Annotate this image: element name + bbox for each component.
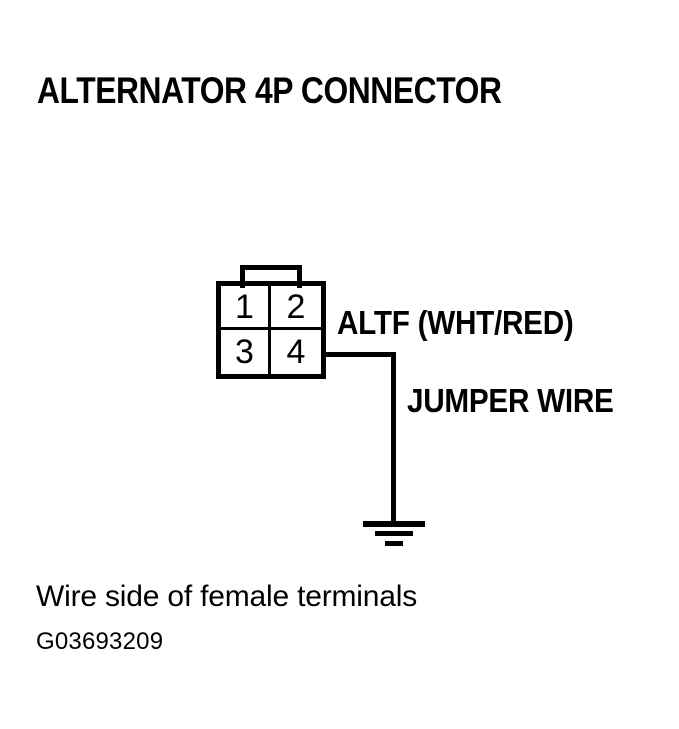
connector-retaining-tab-icon bbox=[240, 265, 302, 288]
alternator-4p-connector: 1 2 3 4 bbox=[210, 258, 335, 386]
callout-altf-wire: ALTF (WHT/RED) bbox=[337, 304, 574, 341]
connector-pin-3: 3 bbox=[221, 330, 271, 374]
ground-symbol-icon bbox=[362, 521, 426, 547]
jumper-wire-horizontal-segment bbox=[324, 352, 396, 357]
page-title: ALTERNATOR 4P CONNECTOR bbox=[37, 70, 502, 111]
ground-bar-3 bbox=[385, 541, 403, 546]
connector-pin-grid: 1 2 3 4 bbox=[216, 281, 326, 379]
ground-bar-2 bbox=[375, 531, 413, 536]
ground-bar-1 bbox=[363, 521, 425, 527]
jumper-wire-vertical-segment bbox=[391, 352, 396, 524]
pin-3-label: 3 bbox=[235, 333, 254, 371]
connector-pin-1: 1 bbox=[221, 286, 271, 330]
connector-pin-4: 4 bbox=[271, 330, 321, 374]
connector-pin-2: 2 bbox=[271, 286, 321, 330]
pin-2-label: 2 bbox=[286, 287, 306, 326]
pin-1-label: 1 bbox=[235, 287, 254, 326]
figure-id-code: G03693209 bbox=[36, 628, 164, 655]
callout-jumper-wire: JUMPER WIRE bbox=[407, 382, 614, 419]
figure-caption: Wire side of female terminals bbox=[36, 580, 417, 613]
pin-4-label: 4 bbox=[286, 333, 306, 371]
